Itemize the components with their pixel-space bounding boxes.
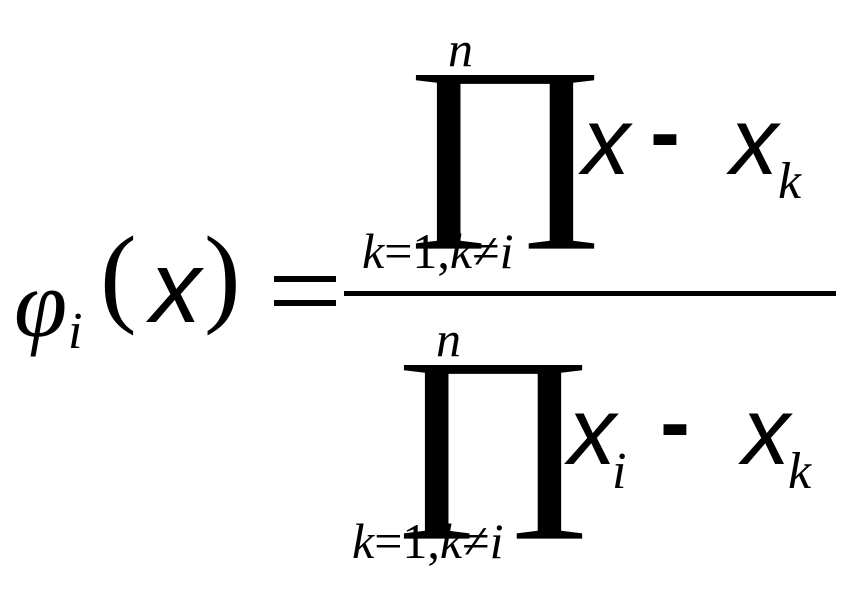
denominator-lower-limit: k=1,k≠i — [352, 516, 503, 566]
numerator-term-minus: - — [650, 83, 680, 183]
phi-symbol: φ — [14, 250, 68, 357]
denominator-term-right: x — [742, 378, 790, 485]
denominator-limit-neq: ≠ — [462, 513, 490, 569]
numerator-upper-limit: n — [448, 21, 473, 77]
denominator-term-left: x — [568, 378, 616, 485]
denominator-limit-eq: = — [374, 513, 403, 569]
fraction-bar — [344, 291, 836, 296]
numerator-limit-start: 1 — [412, 223, 438, 279]
phi-subscript: i — [68, 303, 83, 360]
numerator-limit-index2: k — [449, 223, 473, 279]
denominator-limit-index2: k — [439, 513, 463, 569]
denominator-limit-excluded: i — [489, 513, 504, 569]
numerator-limit-eq: = — [384, 223, 413, 279]
denominator-upper-limit: n — [436, 311, 461, 367]
denominator-product-operator: ∏ — [390, 319, 596, 540]
denominator-term-left-subscript: i — [612, 443, 627, 500]
numerator-lower-limit: k=1,k≠i — [362, 226, 513, 276]
numerator-limit-comma: , — [437, 223, 450, 279]
numerator-limit-neq: ≠ — [472, 223, 500, 279]
equals-bar-top — [274, 276, 336, 282]
numerator-term-right-subscript: k — [778, 153, 802, 210]
lhs-variable: x — [150, 230, 201, 344]
denominator-limit-index: k — [352, 513, 375, 569]
numerator-term-left: x — [582, 88, 630, 195]
equals-bar-bottom — [274, 300, 336, 306]
numerator-product-operator: ∏ — [402, 29, 608, 250]
denominator-limit-start: 1 — [402, 513, 428, 569]
numerator-limit-index: k — [362, 223, 385, 279]
numerator-limit-excluded: i — [499, 223, 514, 279]
denominator-term-right-subscript: k — [788, 443, 812, 500]
denominator-limit-comma: , — [427, 513, 440, 569]
numerator-term-right: x — [730, 88, 778, 195]
lhs-close-paren: ) — [204, 214, 241, 336]
denominator-term-minus: - — [660, 373, 690, 473]
lhs-open-paren: ( — [100, 214, 137, 336]
